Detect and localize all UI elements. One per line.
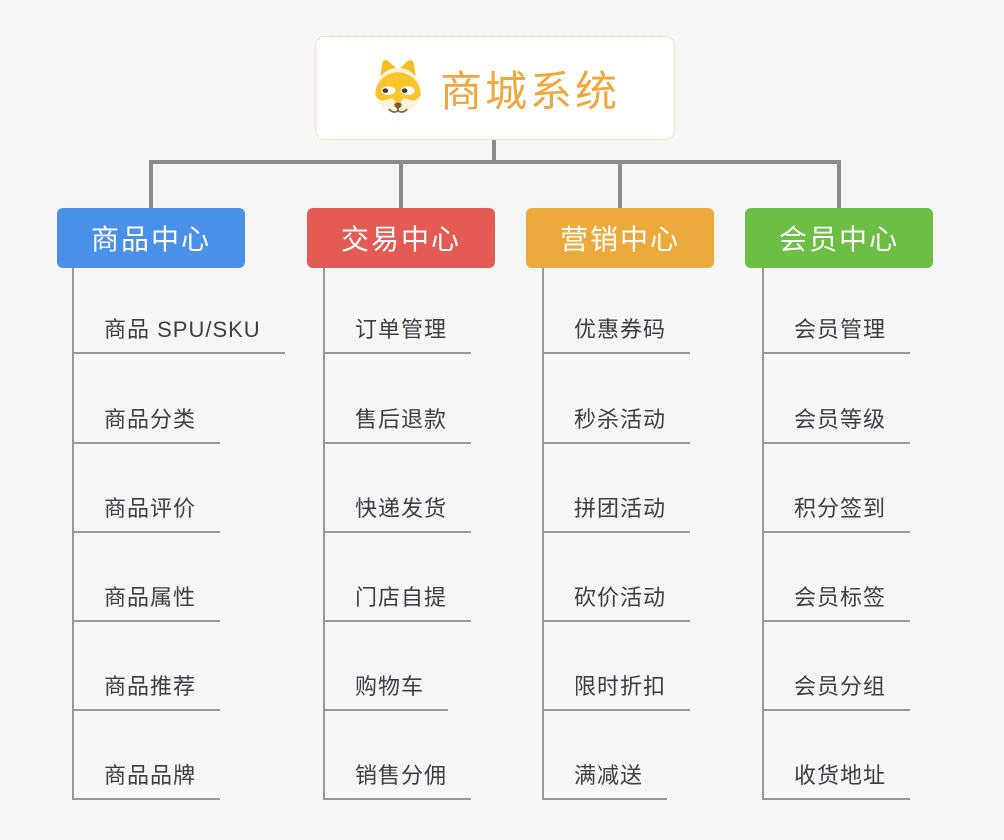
leaf-node[interactable]: 商品分类	[74, 354, 221, 444]
leaf-node[interactable]: 售后退款	[325, 354, 472, 444]
leaf-node[interactable]: 销售分佣	[325, 711, 472, 800]
leaf-label: 商品评价	[74, 491, 221, 533]
leaf-node[interactable]: 购物车	[325, 622, 449, 711]
branch-label: 会员中心	[778, 224, 899, 255]
leaf-label: 销售分佣	[325, 758, 472, 800]
branch-label: 营销中心	[559, 224, 680, 255]
connector-branch-stub	[618, 160, 622, 210]
connector-branch-stub	[399, 160, 403, 210]
branch-node-member-center[interactable]: 会员中心	[745, 208, 933, 268]
leaf-label: 会员分组	[764, 669, 911, 711]
doge-icon	[375, 60, 421, 114]
leaf-label: 商品分类	[74, 402, 221, 444]
branch-node-marketing-center[interactable]: 营销中心	[526, 208, 714, 268]
leaf-node[interactable]: 拼团活动	[544, 444, 691, 533]
leaf-label: 售后退款	[325, 402, 472, 444]
branch-node-trade-center[interactable]: 交易中心	[307, 208, 495, 268]
connector-branch-stub	[837, 160, 841, 210]
leaf-node[interactable]: 限时折扣	[544, 622, 691, 711]
leaf-label: 快递发货	[325, 491, 472, 533]
leaf-label: 会员等级	[764, 402, 911, 444]
leaf-node[interactable]: 商品推荐	[74, 622, 221, 711]
leaf-node[interactable]: 会员标签	[764, 533, 911, 622]
leaf-label: 会员标签	[764, 580, 911, 622]
leaf-node[interactable]: 快递发货	[325, 444, 472, 533]
leaf-node[interactable]: 砍价活动	[544, 533, 691, 622]
branch-children-product: 商品 SPU/SKU 商品分类 商品评价 商品属性 商品推荐 商品品牌	[72, 268, 304, 800]
leaf-node[interactable]: 会员管理	[764, 268, 911, 354]
leaf-label: 拼团活动	[544, 491, 691, 533]
leaf-label: 收货地址	[764, 758, 911, 800]
leaf-node[interactable]: 商品属性	[74, 533, 221, 622]
leaf-node[interactable]: 会员等级	[764, 354, 911, 444]
leaf-node[interactable]: 积分签到	[764, 444, 911, 533]
branch-children-member: 会员管理 会员等级 积分签到 会员标签 会员分组 收货地址	[762, 268, 994, 800]
leaf-node[interactable]: 秒杀活动	[544, 354, 691, 444]
leaf-label: 满减送	[544, 758, 668, 800]
connector-branch-stub	[149, 160, 153, 210]
root-title: 商城系统	[439, 67, 620, 115]
branch-label: 交易中心	[340, 224, 461, 255]
leaf-label: 商品 SPU/SKU	[74, 312, 285, 354]
leaf-node[interactable]: 会员分组	[764, 622, 911, 711]
leaf-label: 商品推荐	[74, 669, 221, 711]
leaf-label: 限时折扣	[544, 669, 691, 711]
leaf-node[interactable]: 收货地址	[764, 711, 911, 800]
leaf-label: 优惠券码	[544, 312, 691, 354]
leaf-node[interactable]: 商品品牌	[74, 711, 221, 800]
leaf-label: 订单管理	[325, 312, 472, 354]
leaf-label: 商品品牌	[74, 758, 221, 800]
leaf-label: 门店自提	[325, 580, 472, 622]
connector-horizontal-bar	[149, 160, 841, 164]
leaf-label: 秒杀活动	[544, 402, 691, 444]
root-node[interactable]: 商城系统	[315, 36, 675, 140]
leaf-label: 购物车	[325, 669, 449, 711]
leaf-node[interactable]: 订单管理	[325, 268, 472, 354]
leaf-node[interactable]: 满减送	[544, 711, 668, 800]
leaf-node[interactable]: 门店自提	[325, 533, 472, 622]
branch-children-trade: 订单管理 售后退款 快递发货 门店自提 购物车 销售分佣	[323, 268, 555, 800]
leaf-node[interactable]: 商品评价	[74, 444, 221, 533]
branch-node-product-center[interactable]: 商品中心	[57, 208, 245, 268]
branch-label: 商品中心	[90, 224, 211, 255]
leaf-label: 会员管理	[764, 312, 911, 354]
branch-children-marketing: 优惠券码 秒杀活动 拼团活动 砍价活动 限时折扣 满减送	[542, 268, 774, 800]
leaf-node[interactable]: 优惠券码	[544, 268, 691, 354]
leaf-node[interactable]: 商品 SPU/SKU	[74, 268, 285, 354]
leaf-label: 砍价活动	[544, 580, 691, 622]
connector-root-stub	[492, 140, 496, 164]
leaf-label: 积分签到	[764, 491, 911, 533]
leaf-label: 商品属性	[74, 580, 221, 622]
